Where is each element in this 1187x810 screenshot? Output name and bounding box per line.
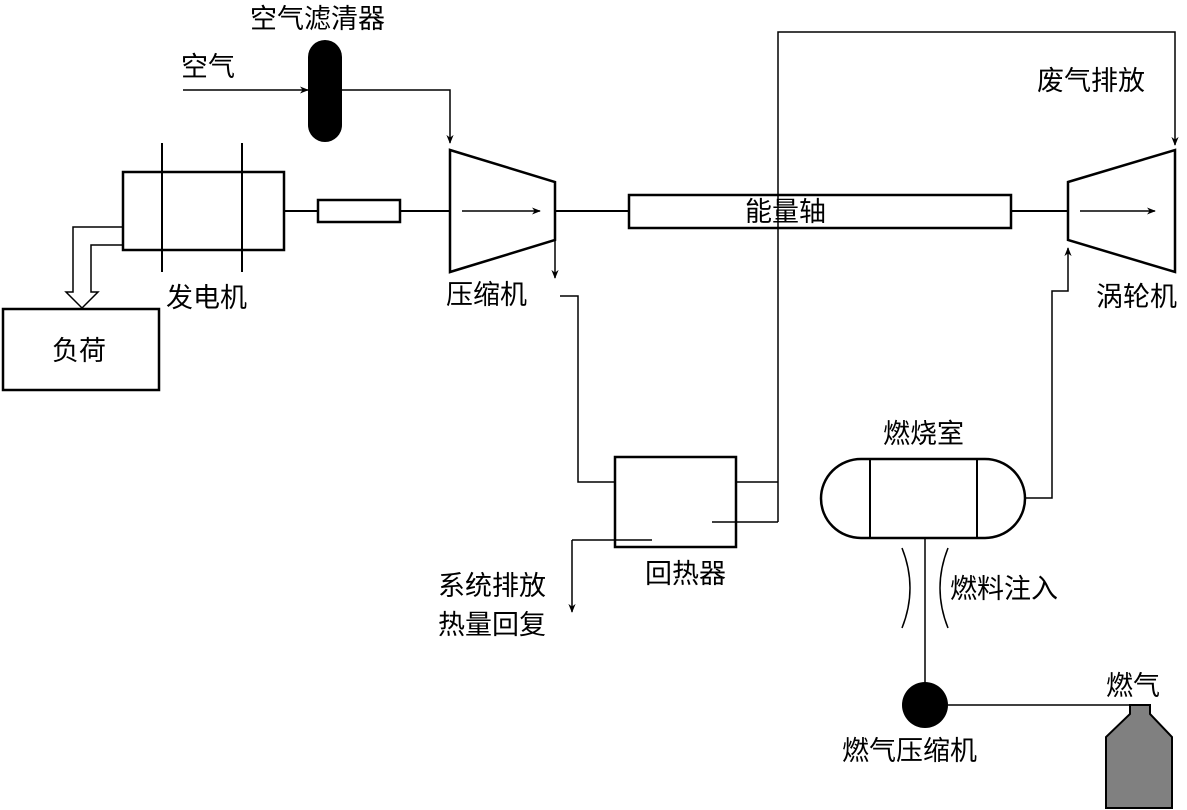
coupling: [316, 198, 402, 224]
recuperator: [613, 455, 738, 549]
generator-label: 发电机: [166, 283, 247, 314]
air-filter-label: 空气滤清器: [250, 4, 385, 35]
energy-shaft: [627, 193, 1013, 230]
generator: [121, 170, 286, 252]
combustor-label: 燃烧室: [883, 419, 964, 450]
shaft-label: 能量轴: [745, 197, 826, 228]
turbine-label: 涡轮机: [1096, 282, 1177, 313]
gas-compressor: [902, 682, 948, 728]
fuel-gas-tank: [1105, 704, 1173, 809]
recuperator-riser-line: [777, 31, 1179, 522]
compressed-air-line: [560, 295, 615, 483]
air-label: 空气: [181, 52, 235, 83]
combustor: [819, 457, 1027, 540]
fuel-injection-label: 燃料注入: [950, 574, 1058, 605]
load: [1, 307, 161, 392]
load-label: 负荷: [52, 336, 106, 367]
fuel-gas-label: 燃气: [1106, 671, 1160, 702]
heat-recovery-label-2: 热量回复: [438, 610, 546, 641]
recuperator-label: 回热器: [645, 559, 726, 590]
compressor-label: 压缩机: [446, 280, 527, 311]
heat-recovery-label-1: 系统排放: [438, 571, 546, 602]
exhaust-label: 废气排放: [1037, 66, 1145, 97]
fuel-nozzle-left: [901, 547, 911, 629]
gas-compressor-label: 燃气压缩机: [842, 736, 977, 767]
combustor-to-turbine-line: [1025, 247, 1072, 499]
filter-to-compressor-line: [342, 89, 454, 144]
power-output-arrow: [64, 226, 123, 310]
air-filter: [308, 40, 342, 142]
fuel-nozzle-right: [939, 547, 949, 629]
